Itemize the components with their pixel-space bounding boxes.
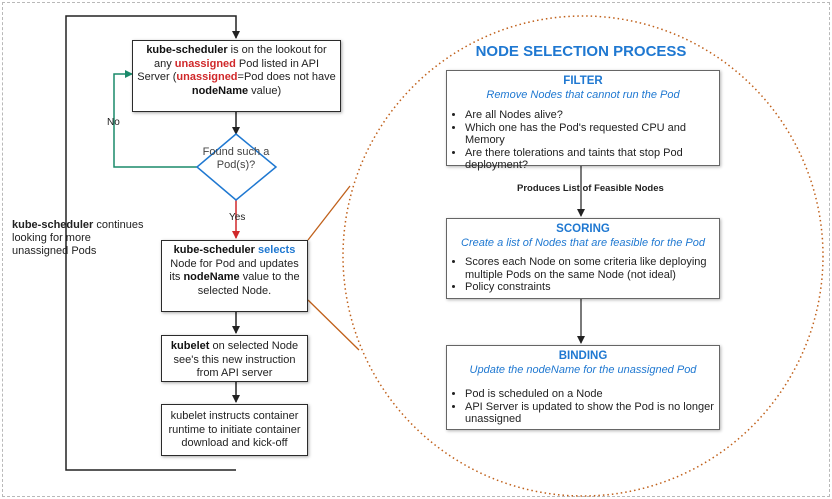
decision-text: Found such a Pod(s)? [202,146,270,171]
filter-list: Are all Nodes alive? Which one has the P… [447,109,719,172]
list-item: Are there tolerations and taints that st… [465,147,719,172]
connector-bottom [307,299,360,351]
scoring-box: SCORING Create a list of Nodes that are … [446,218,720,299]
list-item: Which one has the Pod's requested CPU an… [465,122,719,147]
list-item: Policy constraints [465,281,719,294]
box1-text-2: Pod listed in API Server ( [137,57,320,84]
list-item: Pod is scheduled on a Node [465,388,719,401]
container-runtime-box: kubelet instructs container runtime to i… [161,404,308,456]
side-note: kube-scheduler continues looking for mor… [12,219,147,258]
scoring-list: Scores each Node on some criteria like d… [447,256,719,294]
binding-subtitle: Update the nodeName for the unassigned P… [469,363,697,376]
box1-red-1: unassigned [174,57,236,70]
feasible-nodes-label: Produces List of Feasible Nodes [517,183,664,194]
no-loop-arrow [113,70,197,168]
list-item: Are all Nodes alive? [465,109,719,122]
scoring-title: SCORING [556,223,610,235]
yes-label: Yes [229,212,246,223]
outer-loop-arrow [65,15,240,471]
side-note-text: continues looking for more unassigned Po… [12,219,144,257]
scheduler-selects-box: kube-scheduler selects Node for Pod and … [161,240,308,312]
box1-text-1: is on the lookout for any [153,44,327,70]
connector-top [307,185,351,241]
scoring-subtitle: Create a list of Nodes that are feasible… [461,236,705,249]
scheduler-lookout-box: kube-scheduler is on the lookout for any… [132,40,341,112]
box2-blue-1: selects [254,244,296,256]
box2-bold-2: nodeName [183,271,240,283]
kubelet-instruction-box: kubelet on selected Node see's this new … [161,335,308,382]
box1-red-2: unassigned [176,71,238,83]
no-label: No [107,117,120,128]
list-item: Scores each Node on some criteria like d… [465,256,719,281]
process-circle [342,15,824,497]
box3-bold-1: kubelet [170,340,210,352]
box3-text-1: on selected Node see's this new instruct… [173,340,299,379]
binding-box: BINDING Update the nodeName for the unas… [446,345,720,430]
box2-bold-1: kube-scheduler [173,244,255,256]
binding-title: BINDING [558,350,608,362]
filter-subtitle: Remove Nodes that cannot run the Pod [486,88,680,101]
box4-text: kubelet instructs container runtime to i… [168,410,301,449]
filter-title: FILTER [563,75,603,87]
box1-bold-2: nodeName [191,84,249,97]
box2-text-2: value to the selected Node. [197,271,300,297]
filter-box: FILTER Remove Nodes that cannot run the … [446,70,720,171]
box1-bold-1: kube-scheduler [146,44,228,56]
box1-text-4: value) [248,84,282,97]
side-note-bold: kube-scheduler [12,219,94,231]
box2-text-1: Node for Pod and updates its [169,257,299,284]
process-title: NODE SELECTION PROCESS [475,43,687,60]
decision-diamond [195,133,278,201]
box1-text-3: =Pod does not have [237,71,336,83]
binding-list: Pod is scheduled on a Node API Server is… [447,388,719,426]
list-item: API Server is updated to show the Pod is… [465,401,719,426]
